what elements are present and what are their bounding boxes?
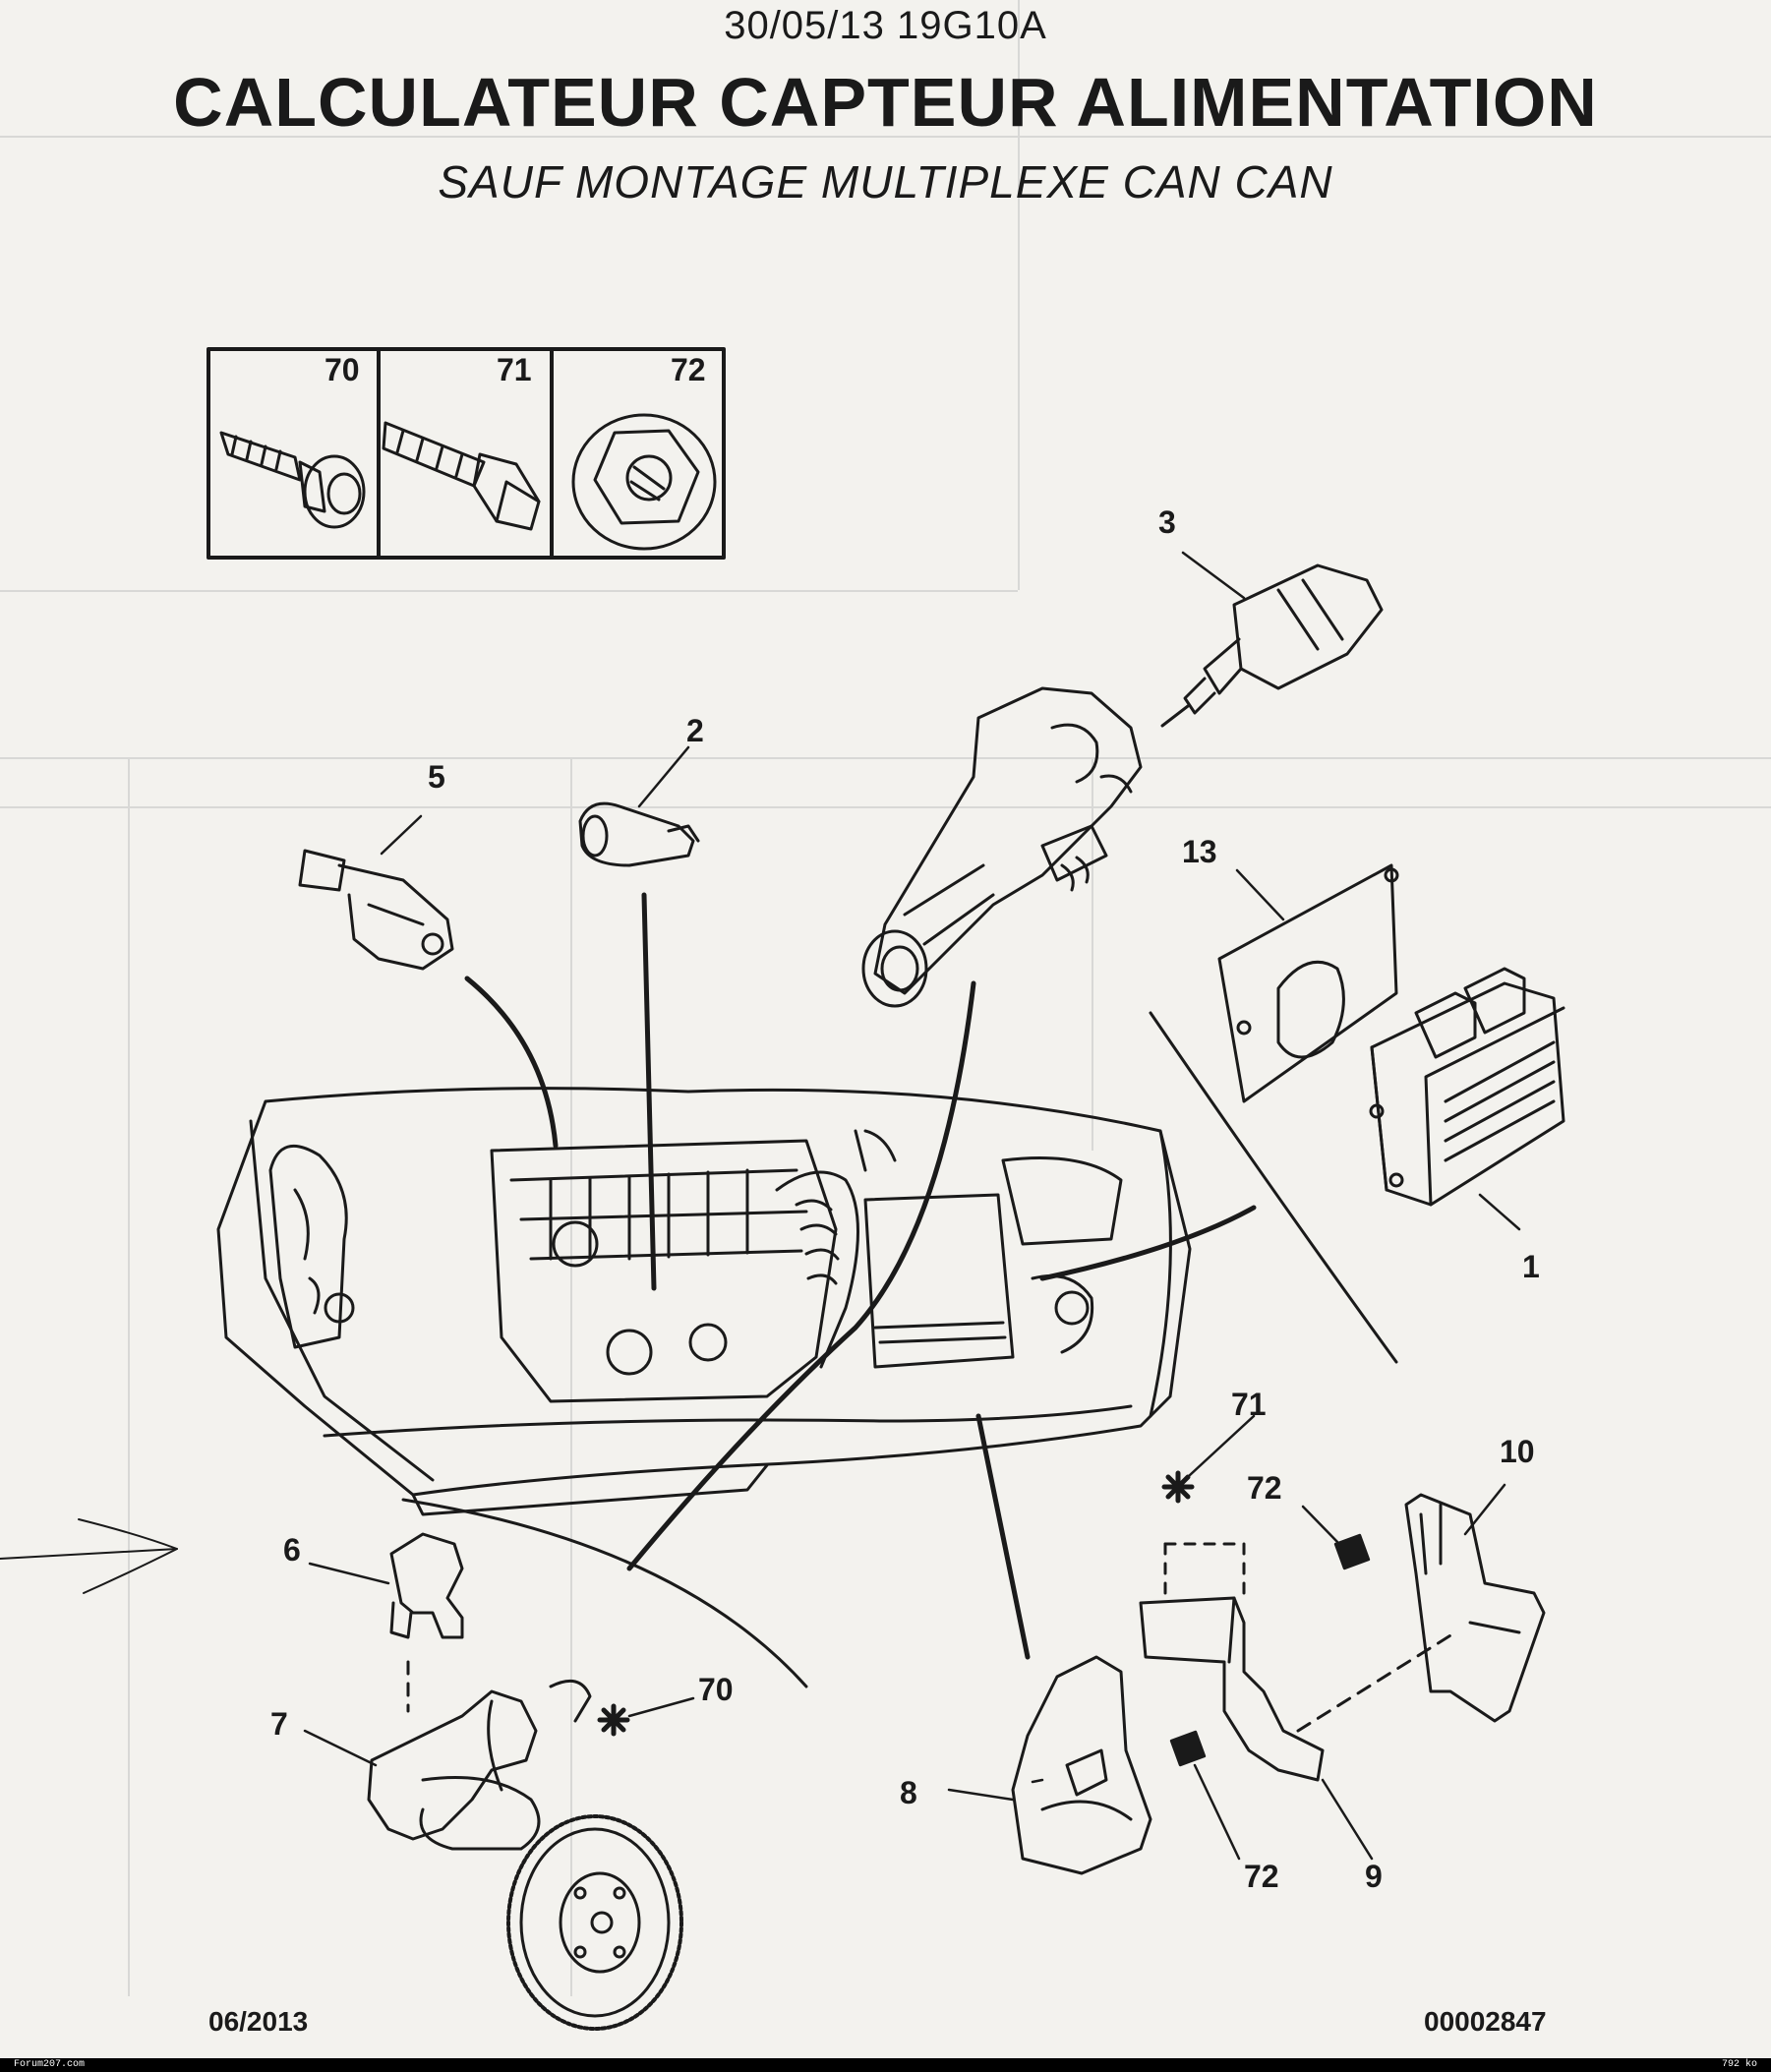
callout-72-bottom: 72 (1244, 1859, 1279, 1894)
flange-nut-icon (571, 413, 717, 551)
fastener-label-72: 72 (671, 352, 706, 387)
fastener-label-70: 70 (325, 352, 360, 387)
knock-sensor (578, 801, 700, 867)
gasket-plate (1217, 863, 1399, 1103)
ghost-rule (1092, 757, 1093, 1151)
horn (1011, 1655, 1152, 1875)
sensor-bracket (367, 1679, 592, 1851)
map-sensor (298, 849, 454, 971)
callout-6: 6 (283, 1532, 301, 1568)
header-code: 30/05/13 19G10A (724, 4, 1047, 47)
leader-lines (303, 551, 1521, 1861)
callout-13: 13 (1182, 834, 1217, 869)
callout-8: 8 (900, 1775, 917, 1810)
ghost-rule (0, 757, 1771, 759)
screw-marker (597, 1703, 630, 1737)
callout-10: 10 (1500, 1434, 1535, 1469)
hex-bolt-icon (382, 421, 541, 531)
callout-71: 71 (1231, 1387, 1267, 1422)
screw-with-washer-icon (219, 431, 366, 529)
image-host-bar: Forum207.com 792 ko (0, 2058, 1771, 2072)
crankshaft-sensor (389, 1532, 464, 1713)
footer-date: 06/2013 (208, 2006, 309, 2037)
bolt-marker (1161, 1470, 1195, 1504)
callout-3: 3 (1158, 504, 1176, 540)
host-watermark: Forum207.com (14, 2059, 86, 2070)
callout-1: 1 (1522, 1249, 1540, 1284)
hand-drawn-arrow (0, 1518, 178, 1594)
footer-reference: 00002847 (1424, 2006, 1547, 2037)
ghost-rule (0, 136, 1771, 138)
pressure-sensor (1160, 563, 1384, 728)
callout-5: 5 (428, 759, 445, 795)
callout-7: 7 (270, 1706, 288, 1742)
callout-72-top: 72 (1247, 1470, 1282, 1506)
ghost-rule (1018, 0, 1020, 590)
ghost-rule (0, 590, 1018, 592)
connector-line (1149, 1011, 1398, 1364)
ghost-rule (570, 757, 572, 1996)
support-bracket (1139, 1542, 1325, 1782)
page-subtitle: SAUF MONTAGE MULTIPLEXE CAN CAN (438, 156, 1333, 207)
wiring-harness (464, 892, 1257, 1660)
engine-ecu (1369, 967, 1565, 1207)
callout-2: 2 (686, 713, 704, 748)
page-title: CALCULATEUR CAPTEUR ALIMENTATION (173, 64, 1598, 141)
file-size: 792 ko (1721, 2059, 1757, 2070)
nut-marker (1169, 1730, 1207, 1767)
nut-marker (1333, 1533, 1371, 1570)
heat-shield (1296, 1493, 1546, 1733)
connector-line (401, 1498, 808, 1688)
fasteners-table (207, 347, 726, 560)
ghost-rule (128, 757, 130, 1996)
flywheel (506, 1814, 683, 2031)
throttle-body (861, 686, 1143, 1008)
ghost-rule (0, 806, 1771, 808)
callout-9: 9 (1365, 1859, 1383, 1894)
callout-70: 70 (698, 1672, 734, 1707)
fastener-label-71: 71 (497, 352, 532, 387)
engine-bay (216, 1087, 1192, 1516)
